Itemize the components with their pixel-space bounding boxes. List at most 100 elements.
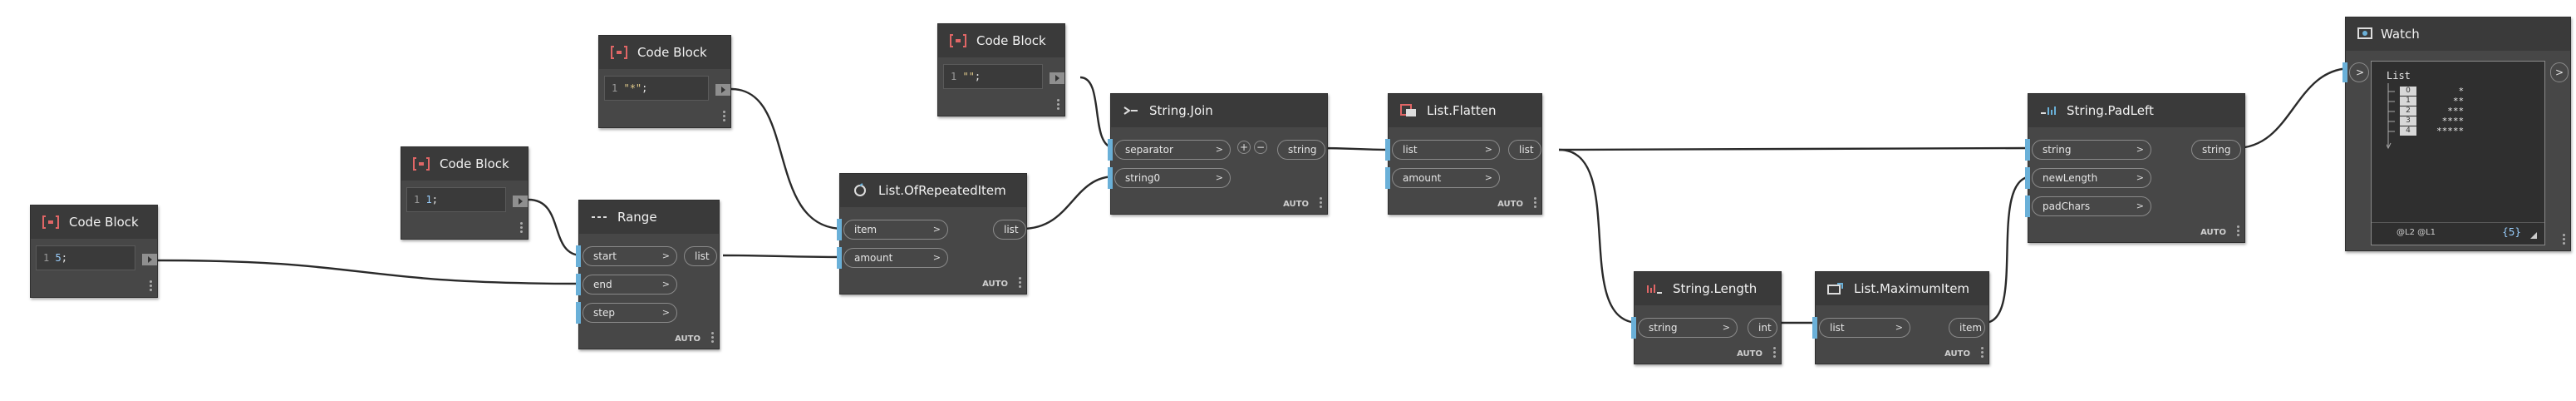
node-menu-grip[interactable] — [1534, 197, 1536, 209]
node-header[interactable]: Code Block — [599, 36, 730, 69]
node-header[interactable]: Code Block — [401, 147, 528, 181]
remove-input-button[interactable]: − — [1254, 141, 1267, 154]
lacing-label[interactable]: AUTO — [982, 280, 1008, 289]
range-node[interactable]: Range start> end> step > list AUTO — [576, 200, 720, 349]
input-port-string0[interactable]: string0> — [1114, 168, 1231, 188]
output-port[interactable] — [715, 84, 730, 96]
port-indicator — [837, 247, 842, 269]
input-port-string[interactable]: string> — [2032, 140, 2151, 160]
code-block-node[interactable]: Code Block 1 "*"; — [598, 35, 731, 128]
node-menu-grip[interactable] — [711, 332, 714, 344]
node-title: List.Flatten — [1427, 103, 1497, 118]
node-header[interactable]: String.Length — [1635, 272, 1781, 305]
output-port[interactable] — [1050, 72, 1064, 84]
output-port[interactable] — [142, 254, 157, 265]
node-title: Watch — [2381, 27, 2420, 42]
input-port-step[interactable]: step > — [583, 303, 677, 323]
list-levels[interactable]: @L2 @L1 — [2397, 228, 2436, 237]
node-header[interactable]: Range — [579, 200, 719, 234]
node-header[interactable]: String.Join — [1111, 94, 1327, 127]
code-block-node[interactable]: Code Block 1 5; — [30, 205, 158, 298]
port-label: newLength — [2043, 172, 2098, 184]
input-port-end[interactable]: end> — [583, 275, 677, 295]
chevron-right-icon: > — [2136, 172, 2144, 183]
resize-grip-icon[interactable] — [2529, 231, 2538, 240]
watch-node[interactable]: Watch > > List 0 * 1 ** 2 *** 3 **** — [2342, 17, 2571, 251]
join-icon — [1123, 106, 1138, 115]
input-port-separator[interactable]: separator> — [1114, 140, 1231, 160]
output-port-list[interactable]: list — [993, 220, 1026, 240]
node-menu-grip[interactable] — [150, 280, 152, 292]
node-header[interactable]: List.MaximumItem — [1816, 272, 1989, 305]
list-flatten-node[interactable]: List.Flatten list> amount> list AUTO — [1385, 93, 1542, 215]
code-block-icon — [950, 34, 966, 47]
string-pad-left-node[interactable]: String.PadLeft string> newLength > padCha… — [2025, 93, 2245, 243]
node-header[interactable]: List.OfRepeatedItem — [840, 174, 1026, 207]
output-port[interactable]: > — [2550, 62, 2569, 82]
node-header[interactable]: Code Block — [938, 24, 1064, 57]
output-port-item[interactable]: item — [1949, 318, 1985, 338]
wire-padleft-to-watch — [2234, 67, 2352, 150]
item-index: 0 — [2400, 87, 2416, 96]
input-port-amount[interactable]: amount> — [1392, 168, 1500, 188]
node-menu-grip[interactable] — [1057, 99, 1059, 111]
watch-footer: @L2 @L1 {5} — [2372, 222, 2544, 245]
port-indicator — [1385, 139, 1390, 161]
node-menu-grip[interactable] — [520, 222, 523, 234]
input-port[interactable]: > — [2349, 62, 2369, 82]
node-header[interactable]: Code Block — [31, 205, 157, 239]
lacing-label[interactable]: AUTO — [675, 334, 701, 344]
lacing-label[interactable]: AUTO — [1944, 349, 1970, 359]
code-block-node[interactable]: Code Block 1 ""; — [937, 23, 1065, 116]
code-editor[interactable]: 1 5; — [36, 245, 135, 270]
output-port-list[interactable]: list — [684, 246, 717, 266]
chevron-right-icon: > — [661, 307, 670, 318]
port-label: step — [593, 307, 615, 319]
lacing-label[interactable]: AUTO — [1497, 200, 1523, 209]
node-menu-grip[interactable] — [723, 111, 725, 122]
port-label: list — [1403, 144, 1418, 156]
line-number: 1 — [414, 194, 420, 205]
output-port-list[interactable]: list — [1508, 140, 1541, 160]
input-port-pad-chars[interactable]: padChars> — [2032, 196, 2151, 216]
lacing-label[interactable]: AUTO — [2200, 228, 2226, 237]
item-value: ***** — [2436, 126, 2465, 136]
node-header[interactable]: String.PadLeft — [2028, 94, 2244, 127]
node-menu-grip[interactable] — [2563, 234, 2565, 245]
output-port-string[interactable]: string — [1277, 140, 1325, 160]
node-menu-grip[interactable] — [2237, 225, 2239, 237]
lacing-label[interactable]: AUTO — [1283, 200, 1309, 209]
node-title: Range — [617, 210, 657, 225]
output-port-string[interactable]: string — [2191, 140, 2241, 160]
watch-preview[interactable]: List 0 * 1 ** 2 *** 3 **** 4 ***** — [2371, 61, 2545, 245]
node-menu-grip[interactable] — [1981, 347, 1984, 359]
output-port[interactable] — [513, 196, 528, 207]
node-menu-grip[interactable] — [1019, 277, 1021, 289]
string-join-node[interactable]: String.Join separator> string0> + − stri… — [1108, 93, 1328, 215]
chevron-right-icon: > — [661, 250, 670, 261]
input-port-string[interactable]: string> — [1638, 318, 1738, 338]
add-input-button[interactable]: + — [1237, 141, 1251, 154]
input-port-amount[interactable]: amount> — [843, 248, 948, 268]
code-editor[interactable]: 1 "*"; — [604, 76, 709, 101]
list-of-repeated-item-node[interactable]: List.OfRepeatedItem item> amount> list A… — [837, 173, 1027, 295]
port-indicator — [1631, 317, 1636, 339]
node-header[interactable]: List.Flatten — [1389, 94, 1541, 127]
lacing-label[interactable]: AUTO — [1737, 349, 1762, 359]
node-menu-grip[interactable] — [1773, 347, 1776, 359]
list-maximum-item-node[interactable]: List.MaximumItem list> item AUTO — [1812, 271, 1989, 364]
input-port-list[interactable]: list> — [1392, 140, 1500, 160]
input-port-start[interactable]: start> — [583, 246, 677, 266]
node-menu-grip[interactable] — [1320, 197, 1322, 209]
string-length-node[interactable]: String.Length string> int AUTO — [1631, 271, 1782, 364]
repeat-icon — [854, 183, 866, 196]
code-block-node[interactable]: Code Block 1 1; — [401, 146, 528, 240]
output-port-int[interactable]: int — [1748, 318, 1777, 338]
input-port-new-length[interactable]: newLength > — [2032, 168, 2151, 188]
input-port-item[interactable]: item> — [843, 220, 948, 240]
node-header[interactable]: Watch — [2346, 17, 2570, 51]
code-editor[interactable]: 1 1; — [406, 187, 506, 212]
input-port-list[interactable]: list> — [1819, 318, 1910, 338]
code-editor[interactable]: 1 ""; — [943, 64, 1043, 89]
